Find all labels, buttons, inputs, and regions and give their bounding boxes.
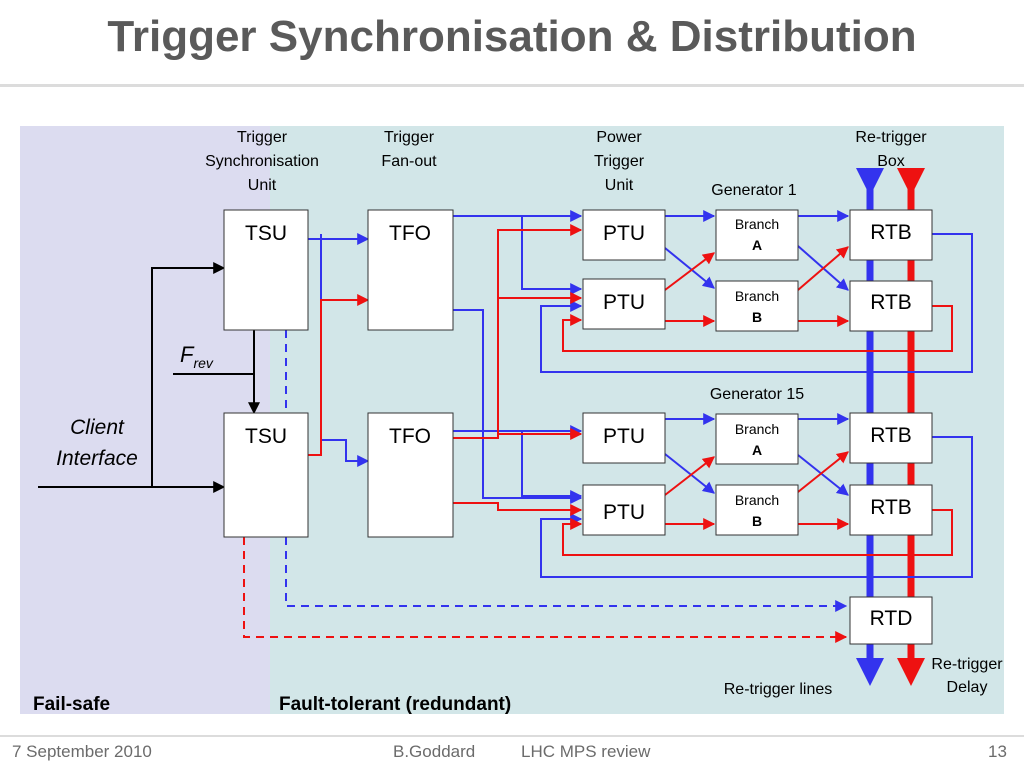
client-interface-label: Client Interface (56, 416, 138, 470)
svg-text:RTB: RTB (870, 424, 912, 447)
tfo-label-bottom: TFO (389, 425, 431, 448)
svg-text:RTD: RTD (870, 607, 913, 630)
svg-text:Client: Client (70, 416, 125, 439)
svg-text:Branch: Branch (735, 421, 779, 437)
tsu-box-bottom: TSU (223, 412, 309, 538)
footer-date: 7 September 2010 (12, 742, 152, 761)
svg-text:B: B (752, 513, 762, 529)
svg-text:Unit: Unit (605, 177, 634, 194)
svg-text:Interface: Interface (56, 447, 138, 470)
svg-text:Synchronisation: Synchronisation (205, 153, 319, 170)
header-ptu: Power Trigger Unit (594, 129, 645, 194)
ptu-box-4: PTU (582, 484, 666, 536)
svg-text:Power: Power (596, 129, 642, 146)
retrigger-lines-label: Re-trigger lines (724, 681, 832, 698)
svg-text:PTU: PTU (603, 222, 645, 245)
svg-text:Delay: Delay (947, 679, 988, 696)
svg-text:PTU: PTU (603, 501, 645, 524)
tsu-box-top: TSU (223, 209, 309, 331)
ptu-box-3: PTU (582, 412, 666, 464)
svg-text:Re-trigger: Re-trigger (855, 129, 927, 146)
failsafe-label: Fail-safe (33, 694, 110, 715)
generator-15-label: Generator 15 (710, 386, 804, 403)
svg-text:Box: Box (877, 153, 905, 170)
ptu-box-2: PTU (582, 278, 666, 330)
svg-text:RTB: RTB (870, 221, 912, 244)
tfo-box-top: TFO (367, 209, 454, 331)
footer-event: LHC MPS review (521, 742, 651, 761)
svg-text:Branch: Branch (735, 216, 779, 232)
rtd-box: RTD (849, 596, 933, 645)
svg-text:Branch: Branch (735, 288, 779, 304)
tsu-label-top: TSU (245, 222, 287, 245)
svg-text:Unit: Unit (248, 177, 277, 194)
tsu-label-bottom: TSU (245, 425, 287, 448)
svg-text:Fan-out: Fan-out (381, 153, 437, 170)
svg-text:RTB: RTB (870, 496, 912, 519)
rtb-box-4: RTB (849, 484, 933, 536)
frev-label: Frev (180, 342, 214, 371)
svg-text:A: A (752, 237, 762, 253)
svg-text:B: B (752, 309, 762, 325)
svg-text:Trigger: Trigger (384, 129, 435, 146)
generator-1-label: Generator 1 (711, 182, 796, 199)
svg-text:PTU: PTU (603, 291, 645, 314)
svg-text:PTU: PTU (603, 425, 645, 448)
header-rtb: Re-trigger Box (855, 129, 927, 170)
slide-title: Trigger Synchronisation & Distribution (107, 12, 917, 61)
client-lines (38, 262, 260, 493)
header-tsu: Trigger Synchronisation Unit (205, 129, 319, 194)
svg-text:Trigger: Trigger (237, 129, 288, 146)
rtb-box-2: RTB (849, 280, 933, 332)
footer-author: B.Goddard (393, 742, 476, 761)
red-signal-lines (308, 224, 953, 556)
svg-text:Trigger: Trigger (594, 153, 645, 170)
rtb-box-3: RTB (849, 412, 933, 464)
title-divider (0, 84, 1024, 87)
svg-text:A: A (752, 442, 762, 458)
svg-text:Branch: Branch (735, 492, 779, 508)
header-tfo: Trigger Fan-out (381, 129, 437, 170)
svg-text:Re-trigger: Re-trigger (931, 656, 1003, 673)
footer-page-number: 13 (988, 742, 1007, 761)
svg-text:RTB: RTB (870, 291, 912, 314)
tfo-label-top: TFO (389, 222, 431, 245)
faulttolerant-label: Fault-tolerant (redundant) (279, 694, 511, 715)
ptu-box-1: PTU (582, 209, 666, 261)
retrigger-delay-label: Re-trigger Delay (931, 656, 1003, 696)
red-dashed-line (243, 537, 848, 643)
rtb-box-1: RTB (849, 209, 933, 261)
tfo-box-bottom: TFO (367, 412, 454, 538)
footer-divider (0, 735, 1024, 737)
